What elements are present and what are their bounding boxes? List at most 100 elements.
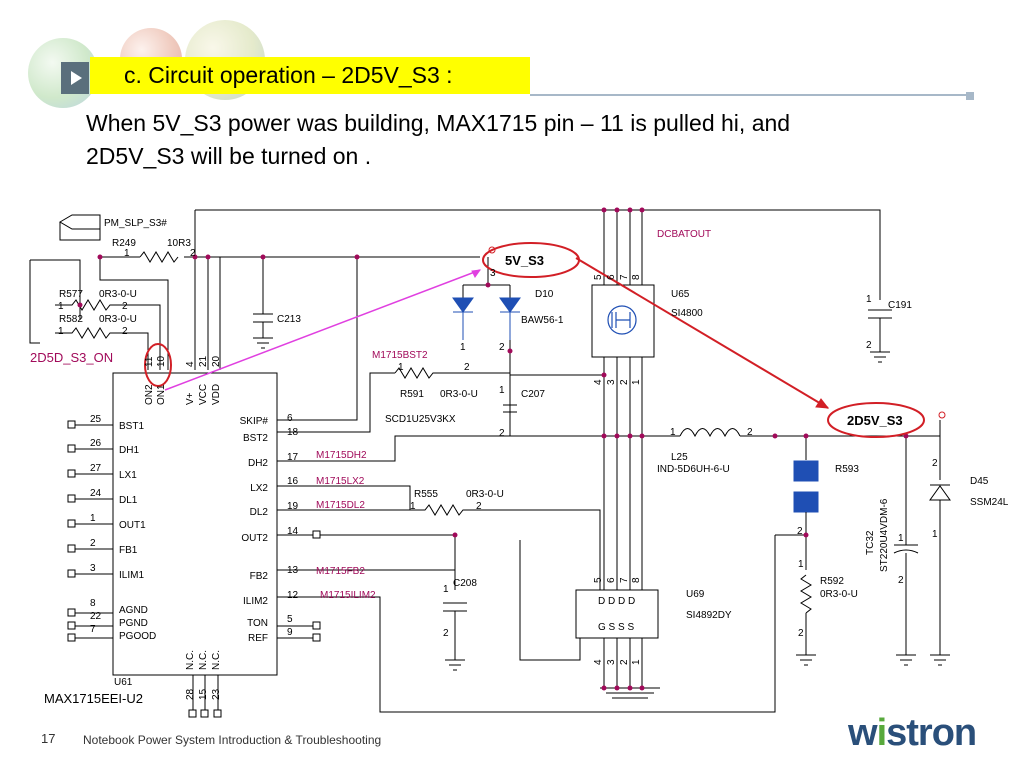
body-line-1: When 5V_S3 power was building, MAX1715 p… (86, 110, 791, 136)
logo-part: w (848, 712, 878, 754)
u69-bottom-pin: 1 (631, 659, 642, 665)
ic-right-pin-name: TON (247, 618, 268, 629)
c208-pin2: 2 (443, 628, 449, 639)
v5-net: 5V_S3 (505, 253, 544, 268)
r592-pin1: 1 (798, 559, 804, 570)
ic-left-pin-number: 2 (90, 538, 96, 549)
r582-pin1: 1 (58, 326, 64, 337)
d10-pin2: 2 (499, 342, 505, 353)
u65-top-pin: 7 (619, 274, 630, 280)
ic-top-pin-name: ON2 (144, 384, 155, 405)
dh2-net: M1715DH2 (316, 450, 367, 461)
u65-top-pin: 8 (631, 274, 642, 280)
lx2-net: M1715LX2 (316, 476, 365, 487)
l25-value: IND-5D6UH-6-U (657, 464, 730, 475)
c207-value: SCD1U25V3KX (385, 414, 456, 425)
ic-left-pin-name: ILIM1 (119, 570, 144, 581)
u69-top-pin: 6 (606, 577, 617, 583)
tc32-value: ST220U4VDM-6 (879, 498, 890, 572)
ic-top-pin-name: VCC (198, 384, 209, 405)
ic-left-pin-number: 3 (90, 563, 96, 574)
ic-right-pin-name: ILIM2 (243, 596, 268, 607)
c207-ref: C207 (521, 389, 545, 400)
c191-pin1: 1 (866, 294, 872, 305)
title-divider (530, 94, 970, 96)
page-number: 17 (41, 731, 56, 746)
l25-ref: L25 (671, 452, 688, 463)
u65-value: SI4800 (671, 308, 703, 319)
r591-pin2: 2 (464, 362, 470, 373)
u65-top-pin: 6 (606, 274, 617, 280)
ic-ref: U61 (114, 677, 133, 688)
ic-left-pin-number: 26 (90, 438, 102, 449)
ic-left-pin-number: 25 (90, 414, 102, 425)
r593-ref: R593 (835, 464, 859, 475)
ic-left-pin-name: PGOOD (119, 631, 156, 642)
l25-pin1: 1 (670, 427, 676, 438)
ic-top-pin-number: 11 (144, 356, 155, 367)
tc32-pin1: 1 (898, 533, 904, 544)
u69-bottom-pin: 2 (619, 659, 630, 665)
ic-left-pin-name: BST1 (119, 421, 144, 432)
play-icon (61, 62, 89, 94)
ic-right-pin-number: 18 (287, 427, 299, 438)
r577-pin1: 1 (58, 301, 64, 312)
ic-left-pin-number: 1 (90, 513, 96, 524)
v25-net: 2D5V_S3 (847, 413, 903, 428)
ic-top-pin-number: 4 (185, 361, 196, 367)
d45-value: SSM24L (970, 497, 1009, 508)
d10-ref: D10 (535, 289, 554, 300)
r577-ref: R577 (59, 289, 83, 300)
l25-pin2: 2 (747, 427, 753, 438)
c207-pin2: 2 (499, 428, 505, 439)
r592-pin2: 2 (798, 628, 804, 639)
ic-right-pin-name: OUT2 (241, 533, 268, 544)
d45-pin2: 2 (932, 458, 938, 469)
r555-pin2: 2 (476, 501, 482, 512)
ic-right-pin-name: DH2 (248, 458, 268, 469)
r249-pin2: 2 (190, 248, 196, 259)
fb2-net: M1715FB2 (316, 566, 365, 577)
ic-bottom-pin-number: 28 (185, 688, 196, 700)
d10-pin1: 1 (460, 342, 466, 353)
r591-value: 0R3-0-U (440, 389, 478, 400)
ic-right-pin-name: BST2 (243, 433, 268, 444)
u65-bottom-pin: 2 (619, 379, 630, 385)
bst2-net: M1715BST2 (372, 350, 428, 361)
logo-accent: i (876, 712, 888, 754)
footer-text: Notebook Power System Introduction & Tro… (83, 733, 382, 747)
tc32-pin2: 2 (898, 575, 904, 586)
slide-title: c. Circuit operation – 2D5V_S3 : (90, 57, 530, 94)
r591-pin1: 1 (398, 362, 404, 373)
ic-right-pin-number: 13 (287, 565, 299, 576)
r577-value: 0R3-0-U (99, 289, 137, 300)
ic-bottom-pin-number: 23 (211, 688, 222, 700)
r592-value: 0R3-0-U (820, 589, 858, 600)
ic-left-pin-name: DL1 (119, 495, 138, 506)
ic-right-pin-number: 9 (287, 627, 293, 638)
company-logo: wistron (848, 712, 977, 755)
ic-left-pin-name: DH1 (119, 445, 139, 456)
ic-left-pin-name: OUT1 (119, 520, 146, 531)
body-line-2: 2D5V_S3 will be turned on . (86, 143, 372, 169)
c208-ref: C208 (453, 578, 477, 589)
ic-left-pin-number: 8 (90, 598, 96, 609)
r592-ref: R592 (820, 576, 844, 587)
dl2-net: M1715DL2 (316, 500, 365, 511)
r591-ref: R591 (400, 389, 424, 400)
r555-ref: R555 (414, 489, 438, 500)
logo-part: stron (886, 712, 977, 754)
r555-pin1: 1 (410, 501, 416, 512)
d45-pin1: 1 (932, 529, 938, 540)
ic-right-pin-name: FB2 (250, 571, 269, 582)
ic-left-pin-number: 24 (90, 488, 102, 499)
pm-slp-net: PM_SLP_S3# (104, 218, 167, 229)
ic-left-pin-name: PGND (119, 618, 148, 629)
c207-pin1: 1 (499, 385, 505, 396)
d10-pin3: 3 (490, 268, 496, 279)
u69-top-pin: 7 (619, 577, 630, 583)
r249-value: 10R3 (167, 238, 191, 249)
u69-top-pin: 8 (631, 577, 642, 583)
r249-pin1: 1 (124, 248, 130, 259)
